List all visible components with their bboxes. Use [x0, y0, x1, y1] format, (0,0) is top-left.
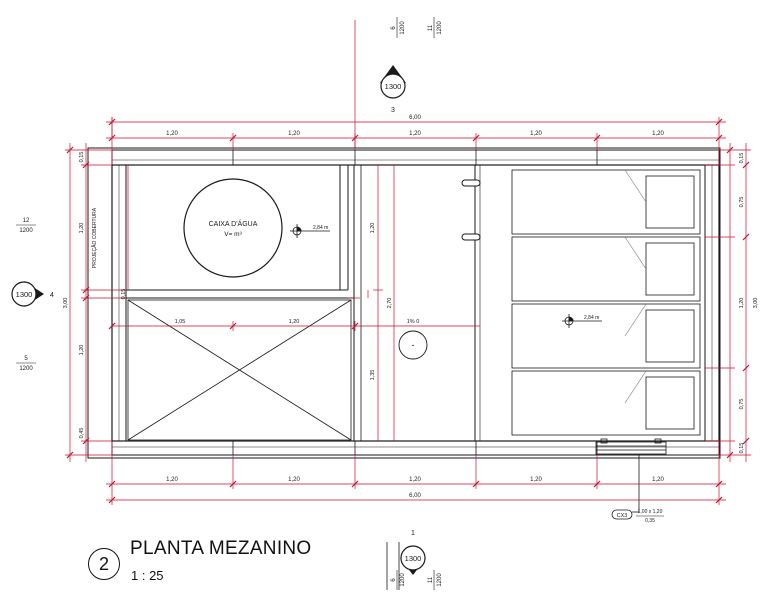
dim-mid-v-1: 1,20	[370, 223, 376, 234]
grid-left-b-num: 5	[24, 356, 28, 362]
grid-bottom-b-sheet: 1200	[437, 573, 443, 587]
window-tag: CX3	[617, 513, 628, 519]
dim-left-4: 1,20	[79, 345, 85, 356]
drawing-title: PLANTA MEZANINO	[130, 538, 312, 559]
view-number-badge: 2	[88, 548, 120, 580]
dim-right-total: 3,00	[753, 298, 759, 309]
title-block: 2 PLANTA MEZANINO 1 : 25	[88, 536, 388, 596]
grid-top-a-sheet: 1200	[400, 21, 406, 35]
left-dimension-labels: 3,00 0,15 1,20 0,15 1,20 0,45	[63, 152, 127, 439]
tank-volume: V= m³	[224, 231, 242, 238]
dimension-lines	[65, 20, 751, 505]
dim-right-1: 0,15	[739, 153, 745, 164]
dimension-ticks	[66, 118, 750, 504]
grid-bottom-b-num: 11	[428, 576, 434, 583]
level-marker-right	[562, 314, 602, 328]
dim-bottom-2: 1,20	[288, 477, 300, 483]
window-tag-box	[611, 509, 633, 520]
window-sill: 0,35	[645, 518, 655, 524]
bottom-module-labels: 1,20 1,20 1,20 1,20 1,20 6,00	[166, 477, 664, 499]
section-bottom-number: 1	[411, 530, 415, 537]
grid-left-a-num: 12	[23, 218, 30, 224]
dim-top-1: 1,20	[166, 131, 178, 137]
grid-bottom-a-sheet: 1200	[400, 573, 406, 587]
section-marker-left	[11, 281, 44, 307]
walls-and-structure	[87, 147, 721, 459]
drain-circle	[398, 330, 428, 360]
divider-fixtures	[461, 179, 481, 241]
grid-left-b-sheet: 1200	[19, 366, 33, 372]
dim-top-total: 6,00	[409, 115, 421, 121]
roof-projection-label: PROJEÇÃO COBERTURA	[91, 207, 98, 268]
dim-left-2: 1,20	[79, 223, 85, 234]
dim-bottom-5: 1,20	[652, 477, 664, 483]
dim-bottom-3: 1,20	[409, 477, 421, 483]
grid-ref-left: 12 1200 5 1200	[16, 218, 36, 372]
dim-bottom-1: 1,20	[166, 477, 178, 483]
dim-right-3: 1,20	[739, 298, 745, 309]
tank-name: CAIXA D'ÁGUA	[209, 219, 258, 228]
section-top-number: 3	[391, 107, 395, 114]
grid-top-a-num: 6	[391, 26, 397, 30]
window-size: 1,00 x 1,20	[638, 509, 663, 515]
right-dimension-labels: 3,00 0,15 0,75 1,20 0,75 0,15	[739, 153, 759, 454]
dim-top-3: 1,20	[409, 131, 421, 137]
grid-bottom-a-num: 6	[391, 578, 397, 582]
dim-top-4: 1,20	[530, 131, 542, 137]
dim-top-5: 1,20	[652, 131, 664, 137]
grid-ref-bottom: 6 1200 11 1200	[391, 570, 443, 590]
slope-label: 1% 0	[407, 319, 420, 325]
section-top-sheet: 1300	[385, 82, 402, 91]
dim-right-5: 0,15	[739, 443, 745, 454]
drain-symbol: -	[412, 340, 415, 350]
dim-right-2: 0,75	[739, 197, 745, 208]
grid-left-a-sheet: 1200	[19, 228, 33, 234]
top-module-labels: 1,20 1,20 1,20 1,20 1,20 6,00	[166, 115, 664, 137]
beds	[511, 169, 701, 436]
drawing-scale: 1 : 25	[131, 568, 164, 583]
dim-bottom-total: 6,00	[409, 493, 421, 499]
dim-mid-v-2: 2,70	[387, 298, 393, 309]
dim-left-total: 3,00	[63, 298, 69, 309]
dim-mid-v-3: 1,35	[370, 370, 376, 381]
grid-top-b-num: 11	[428, 24, 434, 31]
dim-mid-h-1: 1,05	[175, 319, 186, 325]
window-cx3	[595, 438, 667, 513]
dim-left-3: 0,15	[121, 289, 127, 300]
section-marker-top	[380, 65, 406, 99]
level-right-text: 2,84 m	[584, 315, 599, 321]
dim-left-5: 0,45	[79, 428, 85, 439]
grid-ref-top: 6 1200 11 1200	[391, 17, 443, 38]
section-bottom-sheet: 1300	[405, 554, 422, 563]
section-left-sheet: 1300	[16, 290, 33, 299]
dim-mid-h-2: 1,20	[289, 319, 300, 325]
dim-right-4: 0,75	[739, 399, 745, 410]
level-marker-left	[290, 224, 330, 238]
middle-dimension-labels: 1,05 1,20 1,20 2,70 1,35 1% 0	[175, 223, 420, 381]
dim-top-2: 1,20	[288, 131, 300, 137]
grid-top-b-sheet: 1200	[437, 21, 443, 35]
dim-left-1: 0,15	[79, 152, 85, 163]
water-tank	[183, 178, 283, 278]
section-left-number: 4	[50, 292, 54, 299]
dim-bottom-4: 1,20	[530, 477, 542, 483]
level-left-text: 2,84 m	[313, 225, 328, 231]
section-marker-bottom	[386, 542, 426, 590]
